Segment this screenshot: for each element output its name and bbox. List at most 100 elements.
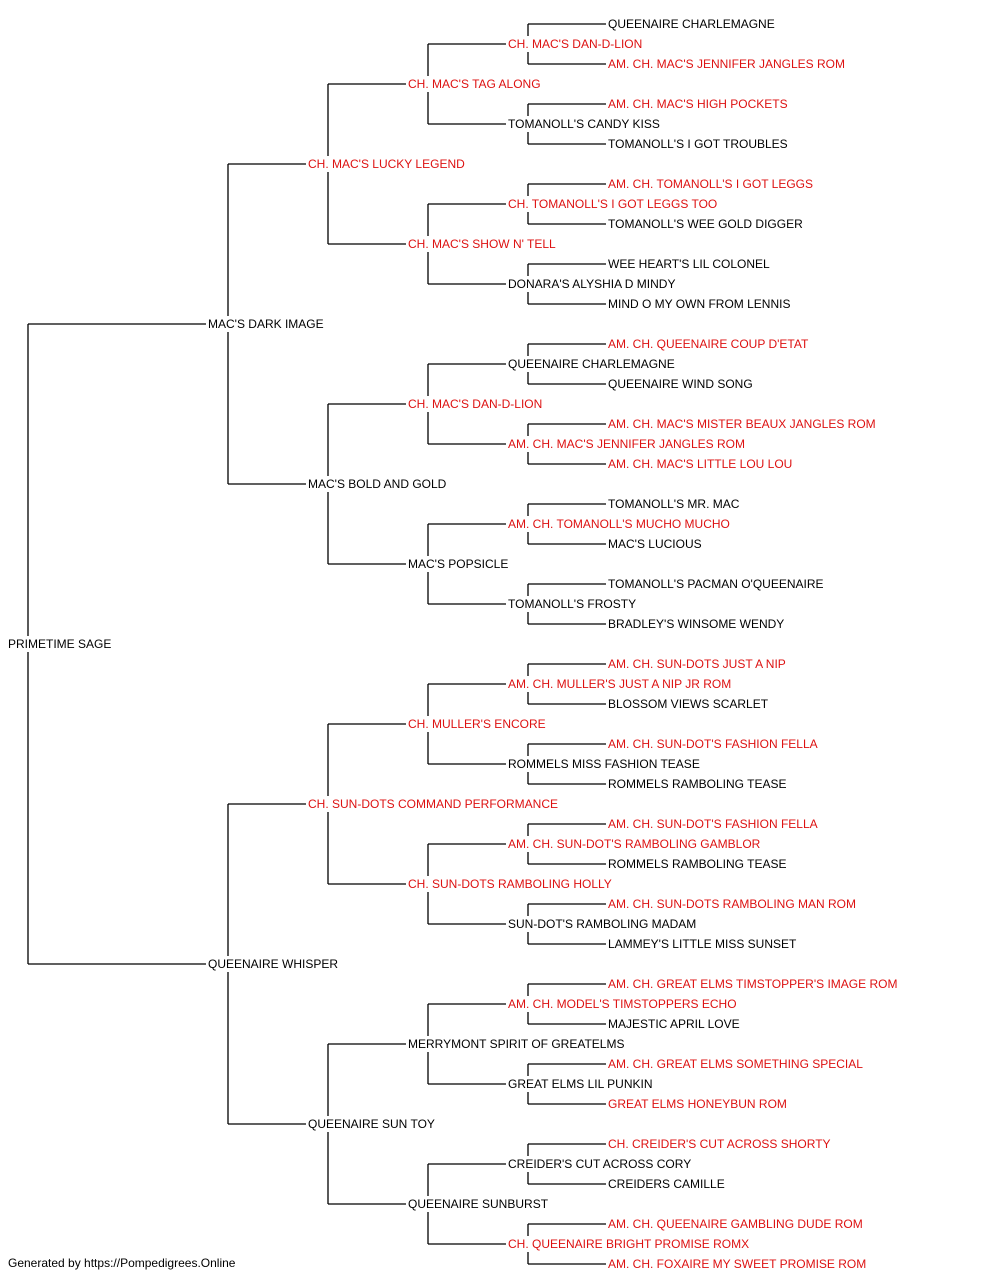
label-backdrop [607,856,788,872]
label-backdrop [607,976,899,992]
ggg-grandparent-name: AM. CH. GREAT ELMS SOMETHING SPECIAL [608,1057,863,1071]
label-backdrop [507,436,746,452]
label-backdrop [607,696,770,712]
gg-grandparent-name: AM. CH. MAC'S JENNIFER JANGLES ROM [508,437,745,451]
label-backdrop [7,636,113,652]
ggg-grandparent-name: AM. CH. QUEENAIRE GAMBLING DUDE ROM [608,1217,863,1231]
ggg-grandparent-name: MAC'S LUCIOUS [608,537,702,551]
label-backdrop [607,576,825,592]
label-backdrop [607,936,799,952]
gg-grandparent-name: TOMANOLL'S CANDY KISS [508,117,660,131]
label-backdrop [407,1036,626,1052]
label-backdrop [607,816,819,832]
label-backdrop [507,756,701,772]
ggg-grandparent-name: AM. CH. SUN-DOT'S FASHION FELLA [608,737,818,751]
ggg-grandparent-name: BRADLEY'S WINSOME WENDY [608,617,784,631]
great-grandparent-name: MAC'S POPSICLE [408,557,508,571]
ggg-grandparent-name: WEE HEART'S LIL COLONEL [608,257,770,271]
great-grandparent-name: QUEENAIRE SUNBURST [408,1197,549,1211]
ggg-grandparent-name: QUEENAIRE WIND SONG [608,377,753,391]
label-backdrop [607,336,810,352]
label-backdrop [507,1076,654,1092]
gg-grandparent-name: AM. CH. MULLER'S JUST A NIP JR ROM [508,677,731,691]
label-backdrop [607,536,703,552]
label-backdrop [607,376,754,392]
label-backdrop [607,1176,726,1192]
label-backdrop [607,416,877,432]
label-backdrop [407,236,558,252]
label-backdrop [507,836,762,852]
label-backdrop [607,456,794,472]
grandparent-name: MAC'S BOLD AND GOLD [308,477,447,491]
label-backdrop [607,16,776,32]
label-backdrop [607,496,741,512]
label-backdrop [607,216,805,232]
ggg-grandparent-name: CH. CREIDER'S CUT ACROSS SHORTY [608,1137,831,1151]
ggg-grandparent-name: MAJESTIC APRIL LOVE [608,1017,740,1031]
ggg-grandparent-name: ROMMELS RAMBOLING TEASE [608,857,786,871]
ggg-grandparent-name: BLOSSOM VIEWS SCARLET [608,697,769,711]
great-grandparent-name: CH. MAC'S SHOW N' TELL [408,237,556,251]
great-grandparent-name: CH. MULLER'S ENCORE [408,717,546,731]
ggg-grandparent-name: AM. CH. SUN-DOTS RAMBOLING MAN ROM [608,897,856,911]
gg-grandparent-name: SUN-DOT'S RAMBOLING MADAM [508,917,696,931]
label-backdrop [507,676,733,692]
label-backdrop [407,1196,550,1212]
ggg-grandparent-name: AM. CH. FOXAIRE MY SWEET PROMISE ROM [608,1257,866,1271]
label-backdrop [607,136,789,152]
label-backdrop [507,1156,693,1172]
footer-credit: Generated by https://Pompedigrees.Online [8,1256,236,1270]
label-backdrop [607,56,846,72]
ggg-grandparent-name: LAMMEY'S LITTLE MISS SUNSET [608,937,797,951]
label-backdrop [307,796,560,812]
label-backdrop [607,1056,865,1072]
label-backdrop [307,1116,436,1132]
gg-grandparent-name: CREIDER'S CUT ACROSS CORY [508,1157,691,1171]
label-backdrop [307,156,467,172]
ggg-grandparent-name: TOMANOLL'S I GOT TROUBLES [608,137,788,151]
label-backdrop [407,556,510,572]
ggg-grandparent-name: CREIDERS CAMILLE [608,1177,725,1191]
label-backdrop [407,876,613,892]
label-backdrop [407,396,544,412]
ggg-grandparent-name: TOMANOLL'S WEE GOLD DIGGER [608,217,803,231]
label-backdrop [507,916,698,932]
label-backdrop [507,596,638,612]
gg-grandparent-name: CH. MAC'S DAN-D-LION [508,37,642,51]
ggg-grandparent-name: AM. CH. SUN-DOTS JUST A NIP [608,657,786,671]
parent-name: MAC'S DARK IMAGE [208,317,324,331]
ggg-grandparent-name: ROMMELS RAMBOLING TEASE [608,777,786,791]
label-backdrop [607,296,792,312]
label-backdrop [507,996,738,1012]
ggg-grandparent-name: AM. CH. MAC'S HIGH POCKETS [608,97,788,111]
label-backdrop [507,196,719,212]
label-backdrop [607,176,815,192]
label-backdrop [507,356,676,372]
ggg-grandparent-name: AM. CH. MAC'S MISTER BEAUX JANGLES ROM [608,417,876,431]
ggg-grandparent-name: AM. CH. MAC'S JENNIFER JANGLES ROM [608,57,845,71]
label-backdrop [407,76,542,92]
label-backdrop [607,1216,864,1232]
grandparent-name: CH. SUN-DOTS COMMAND PERFORMANCE [308,797,558,811]
ggg-grandparent-name: GREAT ELMS HONEYBUN ROM [608,1097,787,1111]
ggg-grandparent-name: AM. CH. MAC'S LITTLE LOU LOU [608,457,792,471]
label-backdrop [607,1016,741,1032]
gg-grandparent-name: DONARA'S ALYSHIA D MINDY [508,277,675,291]
gg-grandparent-name: AM. CH. TOMANOLL'S MUCHO MUCHO [508,517,730,531]
subject-name: PRIMETIME SAGE [8,637,111,651]
label-backdrop [607,736,819,752]
ggg-grandparent-name: TOMANOLL'S PACMAN O'QUEENAIRE [608,577,824,591]
gg-grandparent-name: CH. TOMANOLL'S I GOT LEGGS TOO [508,197,717,211]
label-backdrop [607,1256,868,1272]
great-grandparent-name: CH. MAC'S DAN-D-LION [408,397,542,411]
gg-grandparent-name: TOMANOLL'S FROSTY [508,597,636,611]
ggg-grandparent-name: AM. CH. QUEENAIRE COUP D'ETAT [608,337,809,351]
label-backdrop [507,36,644,52]
label-backdrop [507,1236,751,1252]
label-backdrop [607,96,789,112]
label-backdrop [607,656,787,672]
gg-grandparent-name: GREAT ELMS LIL PUNKIN [508,1077,653,1091]
great-grandparent-name: MERRYMONT SPIRIT OF GREATELMS [408,1037,624,1051]
parent-name: QUEENAIRE WHISPER [208,957,338,971]
